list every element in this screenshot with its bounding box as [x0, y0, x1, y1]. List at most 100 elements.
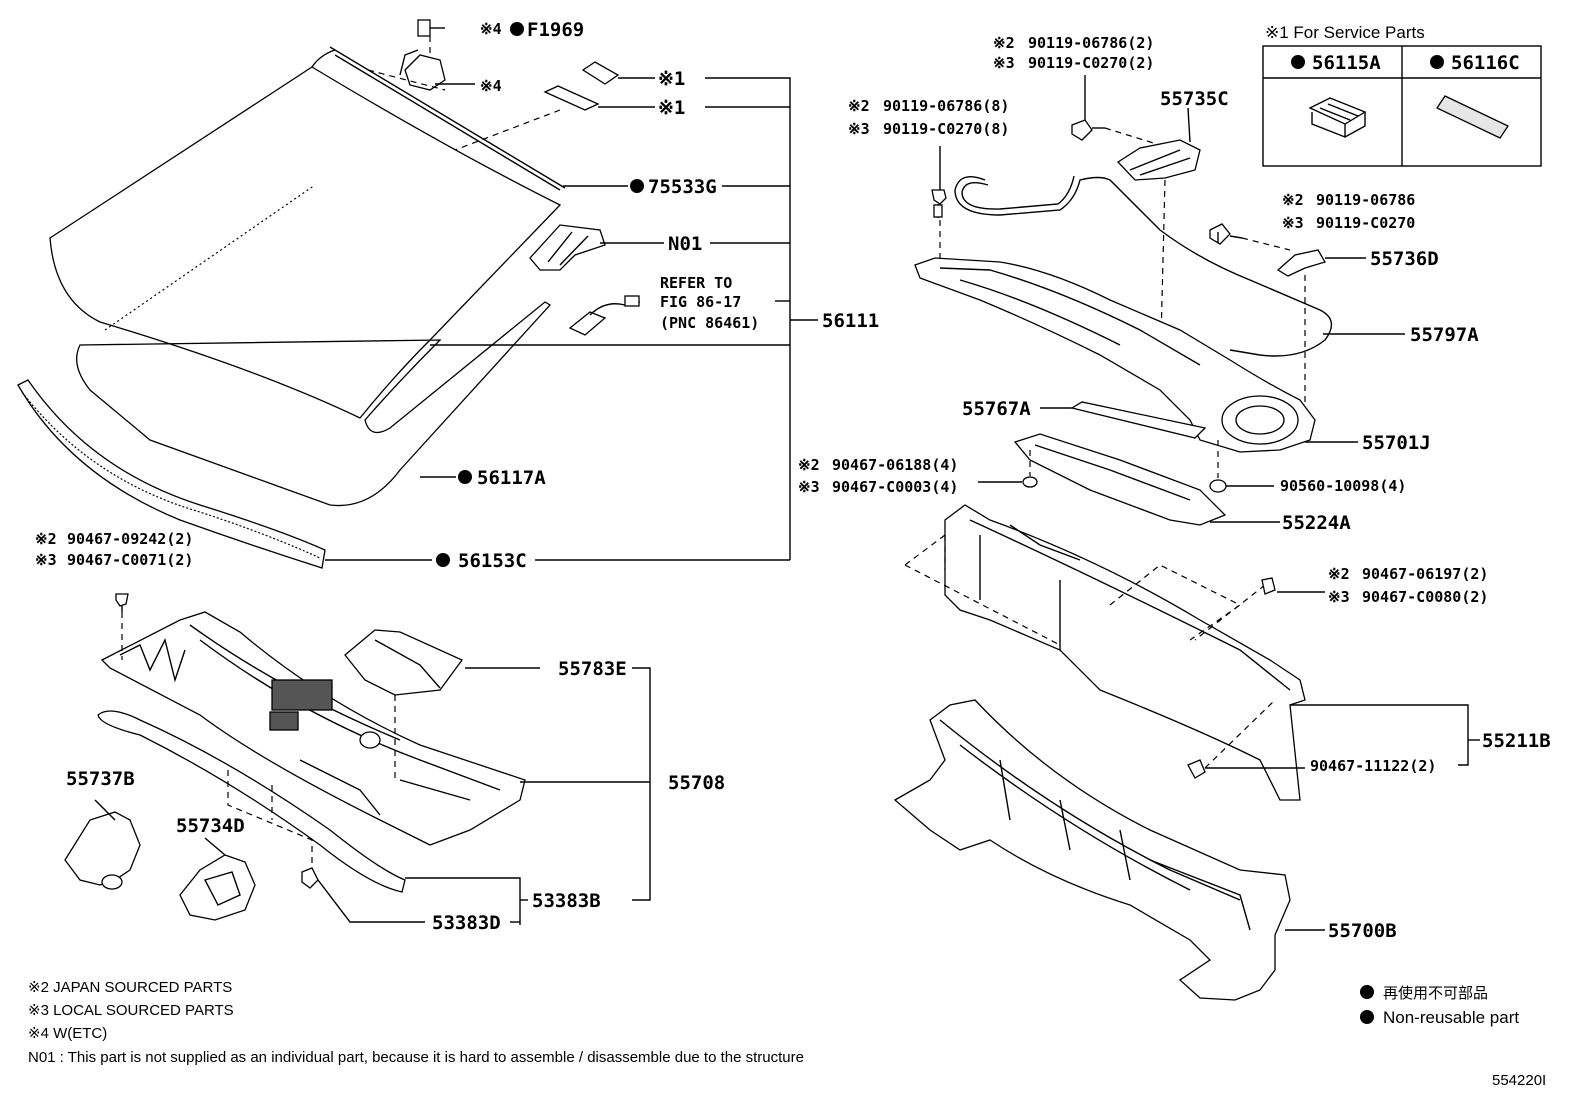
marker-4: ※4 — [480, 77, 502, 95]
bullet-icon — [458, 470, 472, 484]
label-56111: 56111 — [822, 310, 879, 332]
bolt-90119-8 — [931, 189, 947, 218]
label-55767a: 55767A — [962, 398, 1031, 420]
marker-3: ※3 — [1282, 214, 1304, 232]
marker-2: ※2 — [1328, 565, 1350, 583]
dash-cowl-seal — [227, 770, 313, 868]
bracket-55735c — [1116, 139, 1201, 181]
service-parts-text: ※1 For Service Parts 56115A 56116C — [1265, 23, 1520, 74]
hose-55797a — [954, 175, 1333, 357]
dash-tape-windshield — [454, 109, 561, 151]
sensor-harness — [568, 295, 641, 336]
footnotes: ※2 JAPAN SOURCED PARTS ※3 LOCAL SOURCED … — [28, 979, 804, 1066]
label-n01: N01 — [668, 233, 702, 255]
refer-line3: (PNC 86461) — [660, 314, 759, 332]
bolt-90119-2 — [1071, 119, 1105, 141]
cowl-panel-55700b — [893, 699, 1291, 1001]
bracket-55734d — [179, 854, 256, 921]
dash-bolt-single — [1241, 237, 1291, 251]
sheet-55767a — [1070, 401, 1207, 439]
bullet-icon — [630, 179, 644, 193]
note-n01: N01 : This part is not supplied as an in… — [28, 1049, 804, 1066]
legend-en: Non-reusable part — [1383, 1008, 1519, 1027]
nut-90560 — [1209, 479, 1227, 493]
label-55735c: 55735C — [1160, 88, 1229, 110]
bullet-icon — [1291, 55, 1305, 69]
label-55708: 55708 — [668, 772, 725, 794]
marker-4: ※4 — [480, 20, 502, 38]
label-55797a: 55797A — [1410, 324, 1479, 346]
windshield-molding-56153c — [17, 379, 326, 569]
marker-2: ※2 — [35, 530, 57, 548]
seal-53383b — [97, 710, 406, 893]
label-55224a: 55224A — [1282, 512, 1351, 534]
dash-bolt-2 — [1104, 127, 1161, 146]
label-56153c: 56153C — [458, 550, 527, 572]
label-90467-c0003: 90467-C0003(4) — [832, 478, 958, 496]
label-90467-11122: 90467-11122(2) — [1310, 757, 1436, 775]
bullet-icon — [1360, 985, 1374, 999]
dash-clip-11122 — [1204, 699, 1276, 769]
note-etc: ※4 W(ETC) — [28, 1025, 107, 1042]
clip-90467-06197 — [1261, 577, 1276, 595]
label-90119-06786-8: 90119-06786(8) — [883, 97, 1009, 115]
label-90119-c0270-8: 90119-C0270(8) — [883, 120, 1009, 138]
bracket-55737b — [64, 811, 141, 890]
label-55736d: 55736D — [1370, 248, 1439, 270]
marker-2: ※2 — [1282, 191, 1304, 209]
marker-1: ※1 — [658, 68, 685, 90]
left-labels: ※4 F1969 ※4 ※1 ※1 75533G N01 REFER TO FI… — [35, 19, 879, 934]
marker-3: ※3 — [35, 551, 57, 569]
marker-1: ※1 — [658, 97, 685, 119]
clip-90467-06188 — [1022, 476, 1038, 488]
label-90467-09242: 90467-09242(2) — [67, 530, 193, 548]
bullet-icon — [1430, 55, 1444, 69]
windshield-glass — [49, 46, 566, 507]
service-tape-1 — [543, 85, 600, 111]
bullet-icon — [510, 22, 524, 36]
legend: 再使用不可部品 Non-reusable part — [1360, 985, 1519, 1027]
label-90467-c0071: 90467-C0071(2) — [67, 551, 193, 569]
clip-53383d — [301, 867, 319, 889]
label-53383b: 53383B — [532, 890, 601, 912]
marker-3: ※3 — [848, 120, 870, 138]
diagram-id: 554220I — [1492, 1072, 1546, 1089]
marker-3: ※3 — [1328, 588, 1350, 606]
leader-lines-windshield — [325, 27, 818, 561]
plate-55224a — [1013, 433, 1227, 526]
dash-etc-windshield — [367, 69, 446, 91]
note-local: ※3 LOCAL SOURCED PARTS — [28, 1002, 234, 1019]
label-55211b: 55211B — [1482, 730, 1551, 752]
right-labels: ※2 90119-06786(2) ※3 90119-C0270(2) ※2 9… — [798, 34, 1551, 942]
legend-jp: 再使用不可部品 — [1383, 985, 1488, 1002]
marker-2: ※2 — [993, 34, 1015, 52]
note-japan: ※2 JAPAN SOURCED PARTS — [28, 979, 232, 996]
service-parts-title: ※1 For Service Parts — [1265, 23, 1425, 42]
label-55700b: 55700B — [1328, 920, 1397, 942]
clip-90467-11122 — [1187, 759, 1206, 779]
label-55701j: 55701J — [1362, 432, 1431, 454]
label-90467-06188: 90467-06188(4) — [832, 456, 958, 474]
bullet-icon — [1360, 1010, 1374, 1024]
etc-bracket — [399, 19, 446, 91]
label-55783e: 55783E — [558, 658, 627, 680]
bracket-55736d — [1276, 249, 1326, 277]
leader-lines-right — [978, 232, 1480, 931]
label-56116c: 56116C — [1451, 52, 1520, 74]
bolt-90119-single — [1209, 223, 1243, 245]
n01-bracket — [529, 224, 606, 271]
dash-55211b-box1 — [904, 534, 1061, 646]
cowl-cover-55783e — [344, 629, 463, 696]
refer-line1: REFER TO — [660, 274, 732, 292]
marker-3: ※3 — [798, 478, 820, 496]
label-75533g: 75533G — [648, 176, 717, 198]
label-90119-06786-2: 90119-06786(2) — [1028, 34, 1154, 52]
marker-2: ※2 — [848, 97, 870, 115]
leader-lines-cowl — [94, 667, 651, 925]
refer-line2: FIG 86-17 — [660, 293, 741, 311]
leader-55735c — [1187, 107, 1191, 143]
label-90119-06786: 90119-06786 — [1316, 191, 1415, 209]
label-f1969: F1969 — [527, 19, 584, 41]
label-90119-c0270-2: 90119-C0270(2) — [1028, 54, 1154, 72]
